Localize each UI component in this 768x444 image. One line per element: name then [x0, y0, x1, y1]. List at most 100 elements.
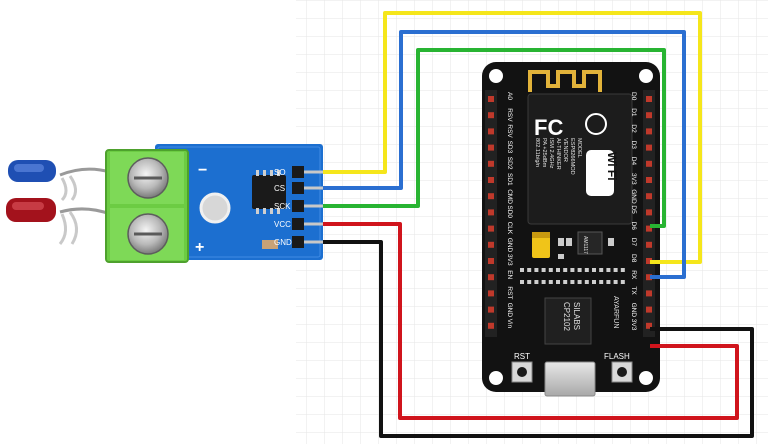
- right-pin-label: 3V3: [630, 319, 637, 331]
- wire-black-gnd-gnd: [323, 240, 754, 438]
- left-pin-label: SD2: [506, 157, 513, 170]
- through-hole: [599, 268, 604, 272]
- right-header-pin: [646, 177, 652, 183]
- cp2102-chip: [544, 297, 592, 345]
- rst-label: RST: [514, 352, 530, 361]
- max6675-pin-sck: [304, 204, 326, 208]
- through-hole: [606, 280, 611, 284]
- module-spec-line: 802.11b/g/n: [534, 138, 540, 167]
- right-header-pin: [646, 241, 652, 248]
- left-header-pin: [488, 96, 494, 102]
- mounting-hole: [199, 192, 231, 224]
- module-spec-line: PA +25dBm: [541, 138, 547, 168]
- left-pin-label: RSV: [506, 124, 513, 138]
- max6675-pin-vcc: [304, 222, 326, 226]
- right-header-pin: [646, 96, 652, 102]
- left-pin-label: CLK: [506, 222, 513, 235]
- right-header-pin: [646, 193, 652, 200]
- left-header-pin: [488, 144, 494, 151]
- right-header-pin: [646, 128, 652, 135]
- through-hole: [527, 280, 532, 284]
- through-hole: [563, 280, 568, 284]
- through-hole: [570, 268, 575, 272]
- through-hole: [606, 268, 611, 272]
- max6675-header-socket: [292, 182, 304, 194]
- left-header-pin: [488, 241, 494, 248]
- regulator-text: AM1117: [582, 236, 588, 254]
- smd-capacitor: [262, 240, 278, 249]
- flash-label: FLASH: [604, 352, 630, 361]
- right-pin-label: GND: [630, 303, 637, 318]
- left-header-pin: [488, 177, 494, 183]
- voltage-regulator: [577, 231, 603, 255]
- side-text: AYARFUN: [612, 296, 619, 328]
- through-hole: [563, 268, 568, 272]
- through-hole: [541, 268, 546, 272]
- through-hole: [592, 280, 596, 284]
- right-pin-label: D8: [630, 254, 637, 263]
- left-header-pin: [488, 160, 494, 167]
- right-header-pin: [646, 112, 652, 119]
- left-pin-label: EN: [506, 270, 513, 279]
- pcb-antenna: [528, 70, 602, 92]
- through-hole: [613, 268, 618, 272]
- through-hole: [534, 268, 539, 272]
- max6675-pin-so: [304, 170, 326, 174]
- left-header-pin: [488, 290, 494, 297]
- module-spec-line: ISM 2.4GHz: [548, 138, 554, 169]
- through-hole: [584, 268, 589, 272]
- wifi-badge-text: Wi Fi: [605, 152, 619, 181]
- left-header-pin: [488, 209, 494, 216]
- left-pin-label: 3V3: [506, 254, 513, 266]
- right-pin-label: GND: [630, 189, 637, 204]
- through-hole: [613, 280, 618, 284]
- left-header-pin: [488, 128, 494, 135]
- right-pin-label: D2: [630, 124, 637, 133]
- right-pin-label: D3: [630, 141, 637, 150]
- through-hole: [570, 280, 575, 284]
- left-pin-label: CMD: [506, 189, 513, 204]
- right-header-pin: [646, 225, 652, 232]
- max6675-header-socket: [292, 236, 304, 248]
- max6675-pin-label: VCC: [274, 220, 291, 229]
- terminal-minus-label: −: [198, 162, 207, 179]
- module-spec-line: AI-THINKER: [555, 138, 561, 170]
- left-pin-label: RSV: [506, 108, 513, 122]
- wire-yellow-so-d6: [323, 11, 702, 264]
- right-header-pin: [646, 144, 652, 151]
- terminal-block: [105, 149, 189, 263]
- wire-green-sck-d5: [323, 48, 666, 228]
- right-header-pin: [646, 258, 652, 264]
- left-pin-label: GND: [506, 303, 513, 318]
- right-pin-label: RX: [630, 270, 637, 280]
- right-header-pin: [646, 160, 652, 167]
- thermocouple-lead-blue: [8, 160, 111, 202]
- left-pin-label: SD3: [506, 141, 513, 154]
- left-header-pin: [488, 225, 494, 232]
- max6675-header: [292, 166, 326, 248]
- through-hole: [620, 280, 625, 284]
- right-header-pin: [646, 322, 652, 329]
- max6675-chip: [252, 175, 286, 209]
- chip-text-silabs: SILABS: [572, 302, 581, 330]
- through-hole: [592, 268, 596, 272]
- electrolytic-capacitor: [532, 232, 550, 258]
- left-pin-label: A0: [506, 92, 513, 100]
- module-spec-line: VENDOR: [562, 138, 568, 162]
- right-pin-label: D4: [630, 157, 637, 166]
- left-header-pin: [488, 258, 494, 264]
- through-hole: [548, 280, 553, 284]
- through-hole: [599, 280, 604, 284]
- left-header-pin: [488, 306, 494, 313]
- through-hole: [577, 268, 582, 272]
- right-header-pin: [646, 290, 652, 297]
- left-pin-label: RST: [506, 286, 513, 299]
- max6675-header-socket: [292, 200, 304, 212]
- thermocouple-lead-red: [6, 198, 111, 245]
- through-hole: [520, 268, 524, 272]
- through-hole: [556, 268, 560, 272]
- left-pin-label: Vin: [506, 319, 513, 329]
